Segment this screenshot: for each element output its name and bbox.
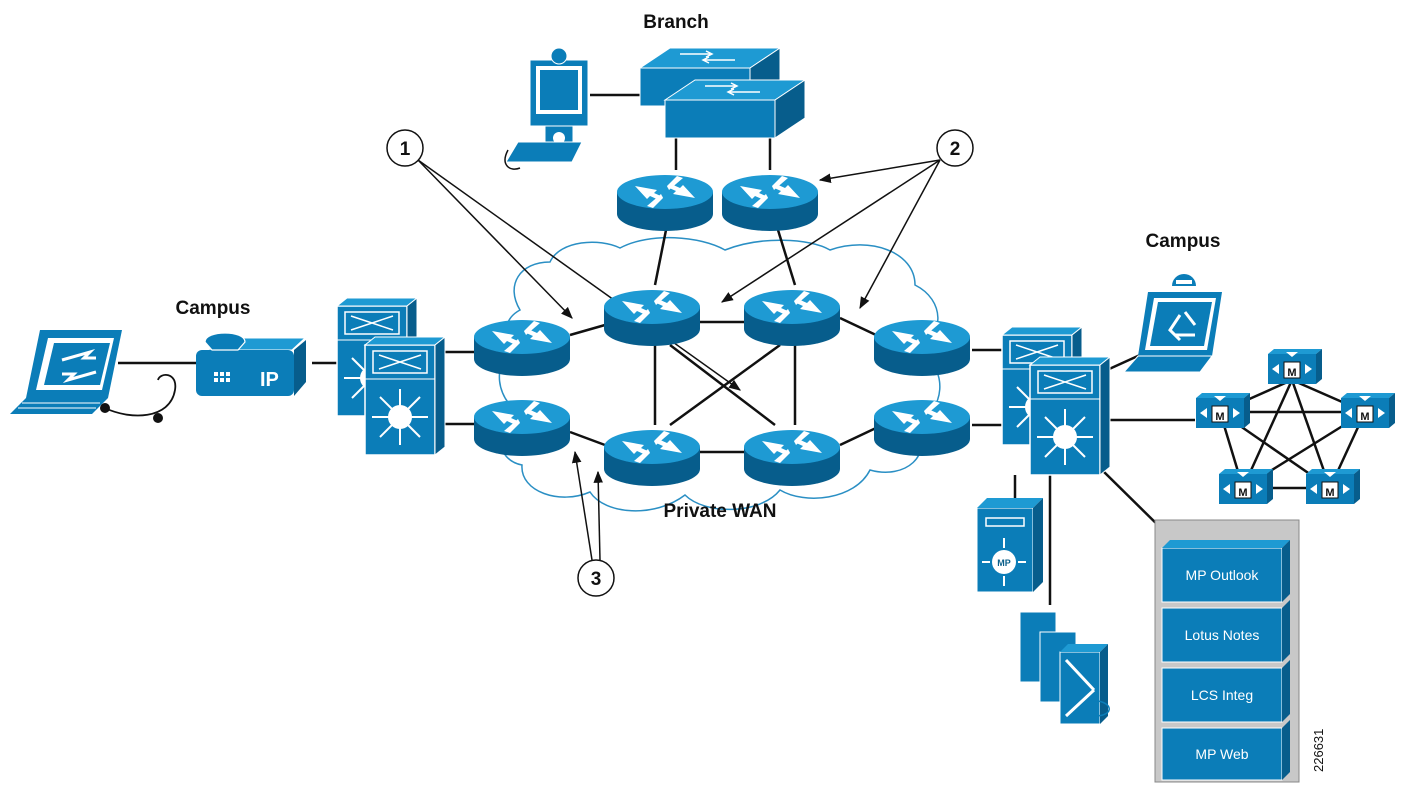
laptop-icon — [10, 330, 122, 414]
server-tier: LCS Integ — [1161, 660, 1290, 723]
meetingplace-server-icon: MP — [976, 498, 1043, 593]
unity-badges: M M M M M — [1215, 367, 1369, 499]
server-label-lotus-notes: Lotus Notes — [1185, 627, 1260, 643]
private-wan-label: Private WAN — [664, 501, 777, 522]
callout-arrows — [417, 159, 941, 561]
server-label-mp-web: MP Web — [1195, 746, 1248, 762]
svg-text:M: M — [1287, 367, 1296, 379]
ip-phone-icon: IP — [118, 332, 307, 396]
multilayer-switch-icon — [1001, 326, 1111, 476]
svg-text:M: M — [1238, 487, 1247, 499]
svg-text:2: 2 — [950, 139, 961, 160]
ip-phone-label: IP — [260, 369, 279, 391]
multilayer-switch-icon — [336, 297, 446, 456]
svg-text:M: M — [1215, 411, 1224, 423]
server-label-lcs-integ: LCS Integ — [1191, 687, 1253, 703]
svg-text:1: 1 — [400, 139, 411, 160]
mp-server-label: MP — [997, 558, 1011, 568]
headset-icon — [100, 374, 177, 423]
svg-text:M: M — [1360, 411, 1369, 423]
server-tier: MP Web — [1161, 720, 1290, 781]
campus-right-label: Campus — [1146, 231, 1221, 252]
laptop-icon — [1122, 274, 1222, 373]
callout-1: 1 — [386, 129, 424, 167]
workgroup-switch-icon — [639, 47, 806, 139]
load-balancer-icon — [1019, 611, 1110, 725]
private-wan-cloud — [498, 236, 941, 512]
campus-left-label: Campus — [176, 298, 251, 319]
router-icon — [617, 175, 818, 231]
server-tier: Lotus Notes — [1161, 600, 1290, 663]
server-tier: MP Outlook — [1161, 540, 1290, 603]
callout-2: 2 — [936, 129, 974, 167]
video-endpoint-icon — [504, 47, 589, 170]
server-stack: MP Outlook Lotus Notes LCS Integ MP Web — [1154, 519, 1300, 783]
server-label-mp-outlook: MP Outlook — [1186, 567, 1260, 583]
callout-3: 3 — [577, 559, 615, 597]
figure-id: 226631 — [1311, 729, 1326, 772]
svg-text:3: 3 — [591, 569, 602, 590]
branch-label: Branch — [643, 12, 708, 33]
svg-text:M: M — [1325, 487, 1334, 499]
